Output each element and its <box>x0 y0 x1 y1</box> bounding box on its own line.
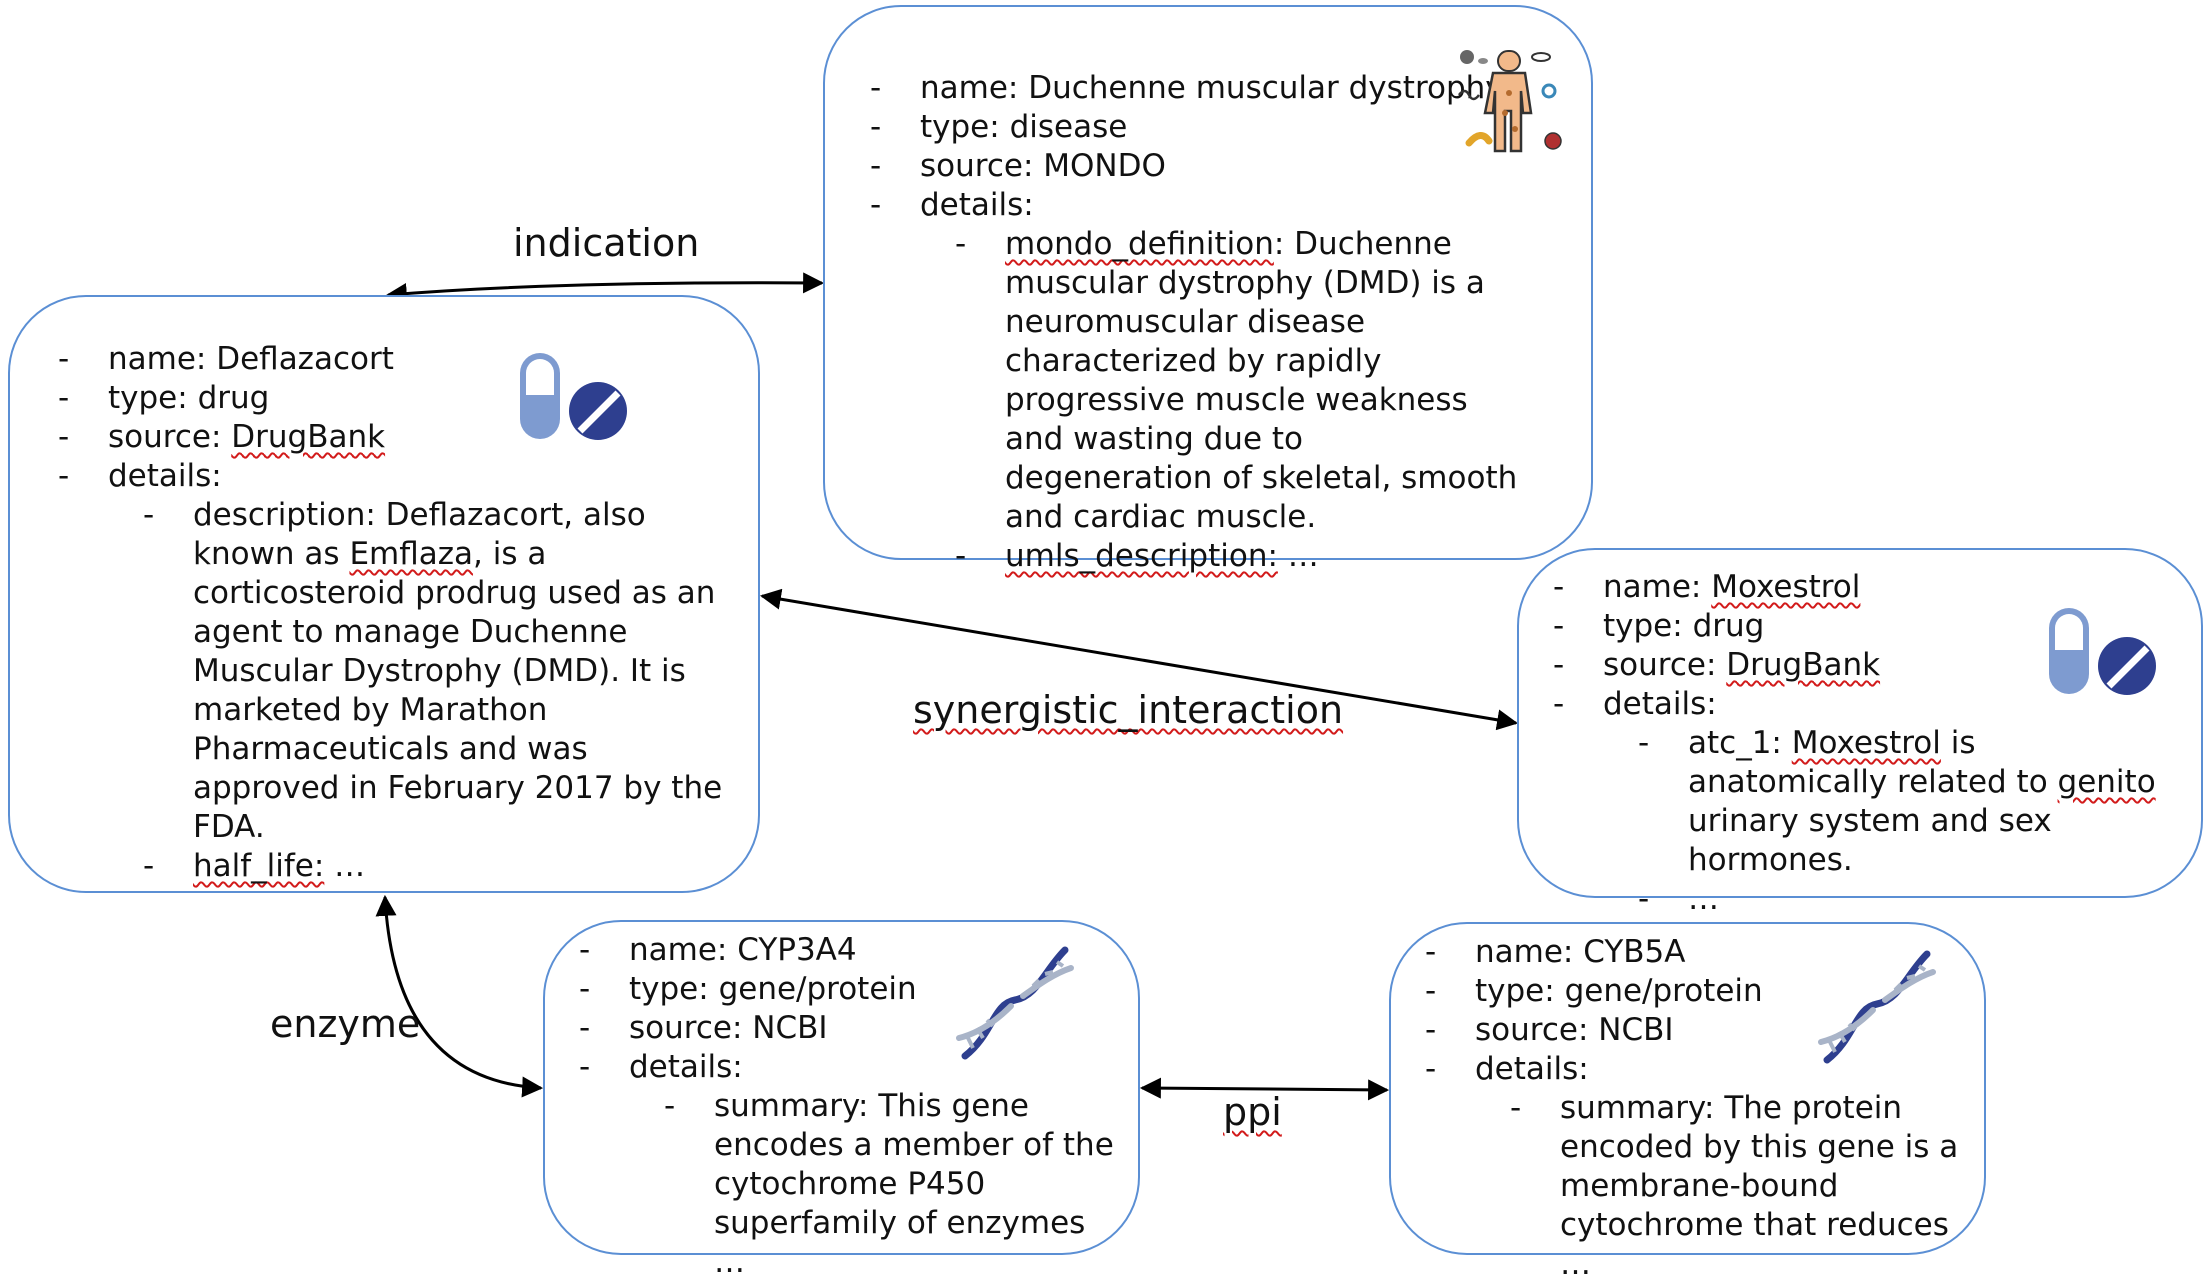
drug2-name: name: Moxestrol <box>1553 568 2163 607</box>
gene-cyb5a-node[interactable]: name: CYB5A type: gene/protein source: N… <box>1389 922 1986 1282</box>
drug2-type: type: drug <box>1553 607 2163 646</box>
disease-name: name: Duchenne muscular dystrophy <box>870 69 1520 108</box>
gene2-summary: summary: The protein encoded by this gen… <box>1510 1089 1965 1284</box>
drug-half-life: half_life: … <box>143 847 728 886</box>
pill-icon <box>520 353 627 440</box>
drug2-more: … <box>1638 880 2163 919</box>
drug-source: source: DrugBank <box>58 418 728 457</box>
drug2-details: details: atc_1: Moxestrol is anatomicall… <box>1553 685 2163 919</box>
drug-name: name: Deflazacort <box>58 340 728 379</box>
disease-attributes: name: Duchenne muscular dystrophy type: … <box>870 69 1520 576</box>
drug2-atc: atc_1: Moxestrol is anatomically related… <box>1638 724 2163 880</box>
drug-deflazacort-node[interactable]: name: Deflazacort type: drug source: Dru… <box>8 295 760 893</box>
disease-details: details: mondo_definition: Duchenne musc… <box>870 186 1520 576</box>
dna-icon <box>1818 950 1936 1064</box>
gene1-attributes: name: CYP3A4 type: gene/protein source: … <box>579 931 1119 1282</box>
pill-icon <box>2049 608 2156 695</box>
indication-edge <box>385 272 825 304</box>
disease-type: type: disease <box>870 108 1520 147</box>
drug2-attributes: name: Moxestrol type: drug source: DrugB… <box>1553 568 2163 919</box>
enzyme-label: enzyme <box>270 1002 421 1046</box>
drug-description: description: Deflazacort, also known as … <box>143 496 728 847</box>
drug-attributes: name: Deflazacort type: drug source: Dru… <box>58 340 728 886</box>
drug-type: type: drug <box>58 379 728 418</box>
disease-source: source: MONDO <box>870 147 1520 186</box>
synergistic-interaction-edge <box>759 588 1519 731</box>
gene1-details: details: summary: This gene encodes a me… <box>579 1048 1119 1282</box>
human-body-disease-icon <box>1458 50 1562 153</box>
gene1-type: type: gene/protein <box>579 970 1119 1009</box>
disease-node[interactable]: name: Duchenne muscular dystrophy type: … <box>823 5 1593 576</box>
gene2-type: type: gene/protein <box>1425 972 1965 1011</box>
drug2-source: source: DrugBank <box>1553 646 2163 685</box>
gene1-source: source: NCBI <box>579 1009 1119 1048</box>
ppi-edge <box>1139 1077 1390 1101</box>
drug-moxestrol-node[interactable]: name: Moxestrol type: drug source: DrugB… <box>1517 548 2203 919</box>
enzyme-edge <box>375 894 544 1098</box>
gene2-name: name: CYB5A <box>1425 933 1965 972</box>
disease-mondo-definition: mondo_definition: Duchenne muscular dyst… <box>955 225 1520 537</box>
disease-umls-description: umls_description: … <box>955 537 1520 576</box>
dna-icon <box>956 946 1074 1060</box>
synergistic-interaction-label: synergistic_interaction <box>913 688 1344 732</box>
gene2-details: details: summary: The protein encoded by… <box>1425 1050 1965 1284</box>
gene-cyp3a4-node[interactable]: name: CYP3A4 type: gene/protein source: … <box>543 920 1140 1280</box>
indication-label: indication <box>513 221 700 265</box>
gene2-source: source: NCBI <box>1425 1011 1965 1050</box>
gene1-summary: summary: This gene encodes a member of t… <box>664 1087 1119 1282</box>
drug-details: details: description: Deflazacort, also … <box>58 457 728 886</box>
ppi-label: ppi <box>1223 1090 1282 1134</box>
gene1-name: name: CYP3A4 <box>579 931 1119 970</box>
